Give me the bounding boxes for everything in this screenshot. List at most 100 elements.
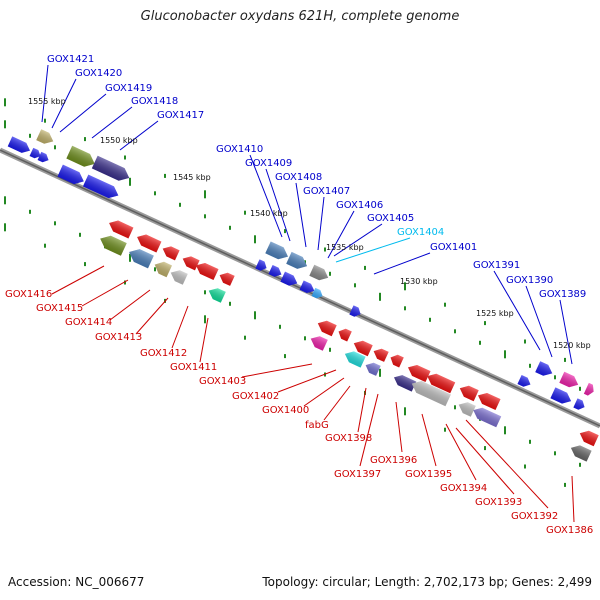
leader-line: [395, 401, 403, 453]
gene-label[interactable]: GOX1412: [140, 348, 187, 359]
gene-label[interactable]: GOX1406: [336, 200, 383, 211]
gene-arrow[interactable]: [135, 232, 162, 253]
gene-label[interactable]: GOX1420: [75, 68, 122, 79]
gene-label[interactable]: GOX1392: [511, 511, 558, 522]
gene-arrow[interactable]: [299, 280, 317, 296]
gene-arrow[interactable]: [517, 374, 532, 389]
gene-arrow[interactable]: [349, 305, 362, 318]
gene-arrow[interactable]: [457, 383, 479, 402]
gene-arrow[interactable]: [559, 371, 580, 390]
gene-arrow[interactable]: [409, 378, 451, 407]
leader-line: [333, 223, 383, 257]
gene-label[interactable]: GOX1413: [95, 332, 142, 343]
gene-label[interactable]: GOX1418: [131, 96, 178, 107]
gene-arrow[interactable]: [82, 174, 121, 202]
gene-label[interactable]: GOX1407: [303, 186, 350, 197]
gene-arrow[interactable]: [568, 442, 592, 462]
gene-arrow[interactable]: [573, 398, 586, 411]
gene-label[interactable]: GOX1391: [473, 260, 520, 271]
gene-label[interactable]: GOX1409: [245, 158, 292, 169]
gene-label[interactable]: GOX1403: [199, 376, 246, 387]
gene-label[interactable]: GOX1400: [262, 405, 309, 416]
gene-arrow-shade: [66, 145, 95, 167]
gene-label[interactable]: GOX1393: [475, 497, 522, 508]
gene-arrow-shade: [317, 320, 337, 337]
gene-arrow[interactable]: [91, 155, 132, 185]
gene-label[interactable]: GOX1416: [5, 289, 52, 300]
gene-arrow[interactable]: [255, 259, 268, 272]
gene-arrow-shade: [573, 398, 585, 410]
gene-label[interactable]: GOX1394: [440, 483, 487, 494]
gene-arrow[interactable]: [29, 147, 43, 160]
gene-arrow[interactable]: [206, 285, 226, 303]
gene-label[interactable]: GOX1415: [36, 303, 83, 314]
gene-label[interactable]: GOX1395: [405, 469, 452, 480]
gene-arrow[interactable]: [57, 164, 86, 188]
gene-label[interactable]: GOX1402: [232, 391, 279, 402]
gene-labels[interactable]: GOX1421GOX1420GOX1419GOX1418GOX1417GOX14…: [5, 54, 593, 536]
gene-label[interactable]: GOX1414: [65, 317, 112, 328]
gene-arrow[interactable]: [37, 151, 51, 164]
gene-label[interactable]: fabG: [305, 420, 329, 431]
gene-arrow-shade: [100, 235, 127, 256]
gene-arrow[interactable]: [152, 259, 172, 278]
gene-label[interactable]: GOX1421: [47, 54, 94, 65]
gene-arrow[interactable]: [550, 387, 573, 406]
leader-line: [41, 64, 49, 123]
gene-label[interactable]: GOX1410: [216, 144, 263, 155]
gene-label[interactable]: GOX1401: [430, 242, 477, 253]
gene-arrow[interactable]: [577, 428, 599, 447]
gene-arrow[interactable]: [475, 390, 501, 411]
gene-arrow[interactable]: [280, 271, 299, 289]
gene-arrow[interactable]: [315, 318, 337, 337]
gene-arrow[interactable]: [308, 333, 328, 351]
gene-arrow[interactable]: [180, 254, 200, 271]
gene-label[interactable]: GOX1419: [105, 83, 152, 94]
gene-arrow[interactable]: [107, 218, 134, 239]
gene-arrow[interactable]: [363, 360, 381, 376]
gene-label[interactable]: GOX1417: [157, 110, 204, 121]
gene-arrow[interactable]: [265, 241, 290, 262]
gene-arrow[interactable]: [471, 405, 502, 428]
gene-arrow[interactable]: [583, 382, 596, 397]
gene-arrow[interactable]: [311, 287, 325, 300]
gene-label[interactable]: GOX1404: [397, 227, 444, 238]
gene-label[interactable]: GOX1405: [367, 213, 414, 224]
gene-arrow[interactable]: [405, 362, 431, 383]
gene-arrow[interactable]: [126, 246, 154, 269]
gene-label[interactable]: GOX1386: [546, 525, 593, 536]
gene-arrow-shade: [579, 430, 599, 447]
gene-arrow[interactable]: [160, 244, 180, 261]
gene-arrow-shade: [535, 361, 553, 376]
gene-arrow[interactable]: [456, 399, 476, 417]
gene-label[interactable]: GOX1390: [506, 275, 553, 286]
gene-arrow-shade: [427, 373, 456, 394]
gene-arrow[interactable]: [388, 352, 404, 368]
gene-arrow[interactable]: [351, 338, 373, 357]
gene-arrow[interactable]: [425, 371, 456, 394]
gene-arrow[interactable]: [217, 270, 235, 286]
gene-arrow[interactable]: [535, 361, 555, 379]
leader-line: [317, 196, 325, 251]
gene-label[interactable]: GOX1389: [539, 289, 586, 300]
gene-label[interactable]: GOX1398: [325, 433, 372, 444]
gene-arrow[interactable]: [36, 129, 56, 147]
gene-label[interactable]: GOX1396: [370, 455, 417, 466]
gene-arrow[interactable]: [268, 264, 283, 279]
gene-arrow[interactable]: [392, 372, 417, 392]
gene-label[interactable]: GOX1411: [170, 362, 217, 373]
leader-line: [421, 413, 437, 467]
gene-label[interactable]: GOX1397: [334, 469, 381, 480]
gene-arrow[interactable]: [193, 260, 219, 281]
gene-arrow[interactable]: [168, 267, 188, 285]
gene-arrow[interactable]: [336, 326, 352, 342]
gene-arrow[interactable]: [309, 264, 330, 283]
gene-arrow[interactable]: [66, 145, 97, 170]
leader-line: [465, 419, 549, 509]
gene-arrow[interactable]: [97, 232, 127, 256]
gene-arrow[interactable]: [342, 348, 366, 368]
gene-label[interactable]: GOX1408: [275, 172, 322, 183]
gene-arrow[interactable]: [7, 136, 33, 155]
gene-arrow[interactable]: [371, 346, 389, 362]
gene-arrow[interactable]: [286, 251, 310, 272]
